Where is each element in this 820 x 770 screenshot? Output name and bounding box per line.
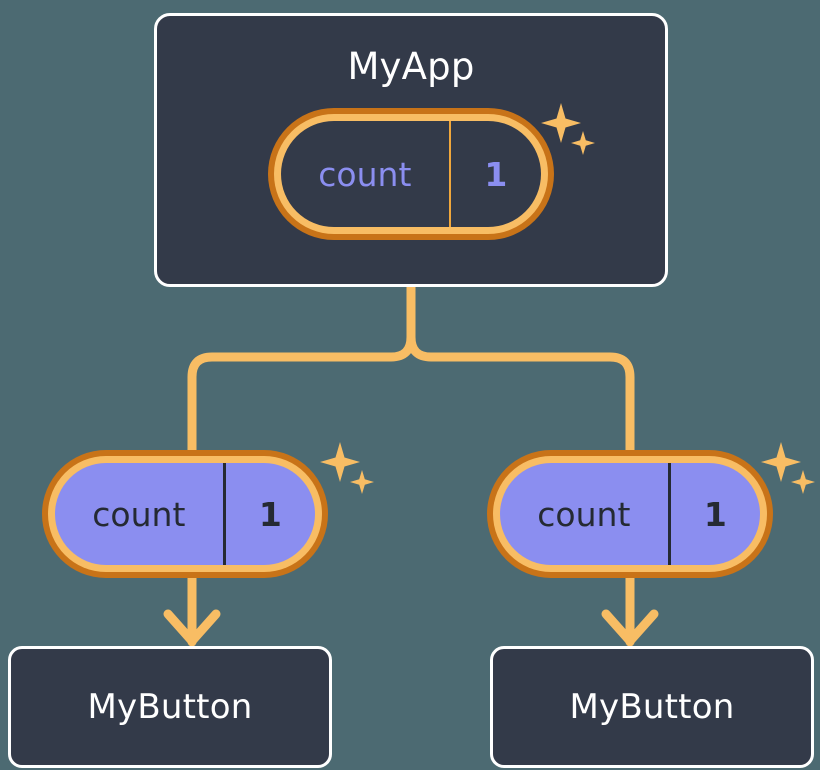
component-card-mybutton-left[interactable]: MyButton [8, 646, 332, 768]
component-label: MyButton [87, 687, 253, 727]
state-pill-body: count 1 [500, 463, 760, 565]
state-value: 1 [667, 463, 760, 565]
arrow-down-icon [163, 609, 221, 646]
page-title: MyApp [347, 45, 475, 88]
state-pill-band: count 1 [493, 456, 767, 572]
component-card-mybutton-right[interactable]: MyButton [490, 646, 814, 768]
state-pill-myapp[interactable]: count 1 [268, 108, 554, 240]
state-value: 1 [448, 121, 541, 227]
branch-connector [187, 282, 416, 457]
component-label: MyButton [569, 687, 735, 727]
sparkles-icon [320, 442, 374, 494]
state-pill-band: count 1 [274, 114, 548, 234]
state-pill-mybutton-left[interactable]: count 1 [42, 450, 328, 578]
state-key: count [537, 494, 631, 534]
state-pill-mybutton-right[interactable]: count 1 [487, 450, 773, 578]
state-pill-body: count 1 [55, 463, 315, 565]
state-key: count [92, 494, 186, 534]
branch-connector [406, 282, 635, 457]
state-value: 1 [222, 463, 315, 565]
state-pill-body: count 1 [281, 121, 541, 227]
state-key: count [318, 154, 412, 194]
state-pill-band: count 1 [48, 456, 322, 572]
arrow-down-icon [601, 609, 659, 646]
